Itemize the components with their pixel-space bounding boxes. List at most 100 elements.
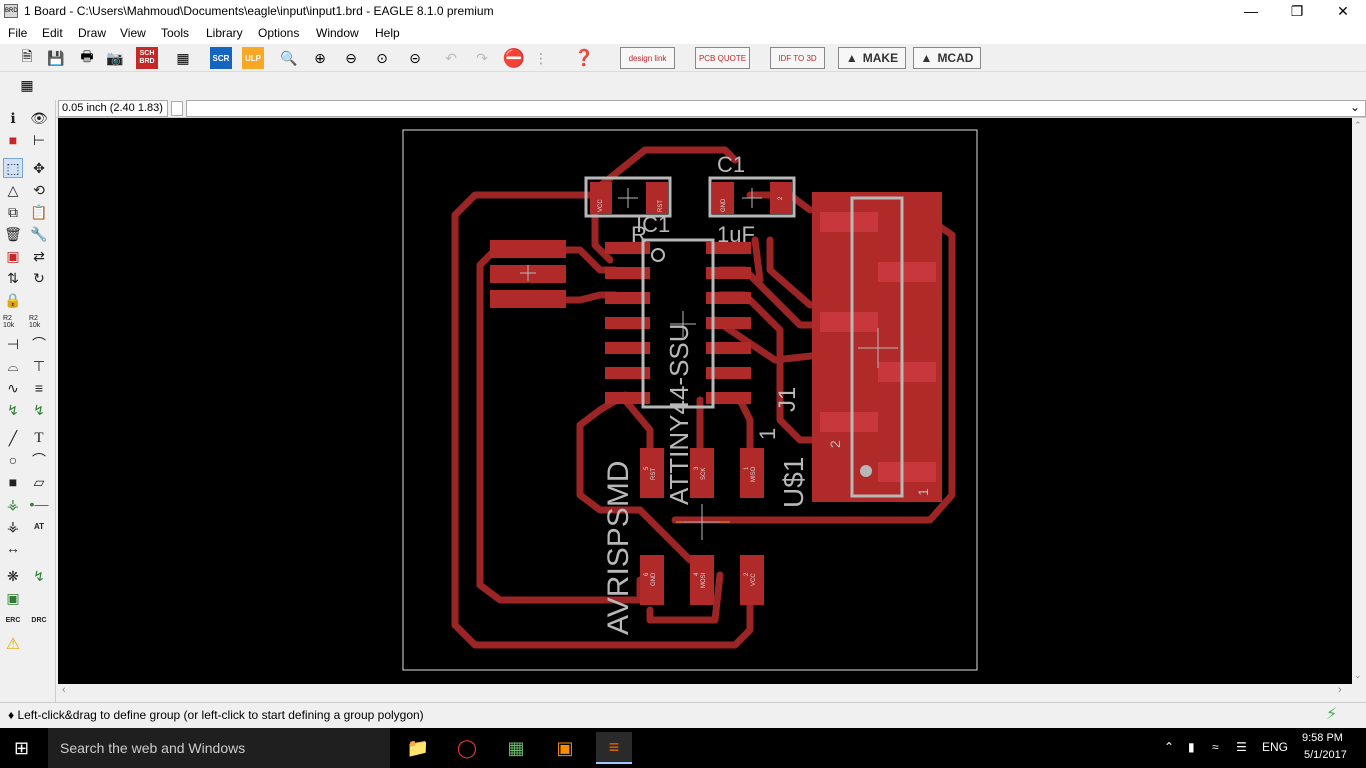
minimize-button[interactable]: — [1244,3,1258,19]
ripup-icon[interactable]: ↯ [33,401,45,418]
stop-icon[interactable]: ⛔ [502,47,526,68]
menu-library[interactable]: Library [206,26,243,40]
save-icon[interactable]: 💾 [47,49,65,66]
wifi-icon[interactable]: ≈ [1212,740,1219,754]
name-icon[interactable]: R2 10k [3,315,15,329]
sch-brd-icon[interactable]: SCH BRD [136,47,158,69]
script-icon[interactable]: SCR [210,47,232,69]
add-icon[interactable]: ▣ [6,247,20,264]
go-icon[interactable]: ⋮ [534,49,548,66]
autorouter-icon[interactable]: ↯ [33,567,45,584]
redo-icon[interactable]: ↷ [476,49,488,66]
value-icon[interactable]: R2 10k [29,315,41,329]
battery-icon[interactable]: ▮ [1188,740,1195,754]
cam-icon[interactable]: 📷 [106,49,124,66]
eagle-taskbar-icon[interactable]: ≡ [596,732,632,764]
vertical-scrollbar[interactable]: ⌃ ⌄ [1352,118,1366,684]
lock-icon[interactable]: 🔒 [4,291,22,308]
via-icon[interactable]: ⚶ [7,495,19,512]
chevron-up-icon[interactable]: ⌃ [1164,740,1175,754]
text-icon[interactable]: T [34,429,44,446]
ratsnest-icon[interactable]: ❋ [7,567,19,584]
lightning-icon[interactable]: ⚡ [1326,706,1338,723]
menu-help[interactable]: Help [375,26,400,40]
route-icon[interactable]: ↯ [7,401,19,418]
open-icon[interactable]: 🗎 [21,48,33,64]
line-icon[interactable]: ╱ [8,429,18,446]
swap-icon[interactable]: ⇅ [7,269,19,286]
taskbar-search-input[interactable]: Search the web and Windows [48,728,390,768]
circle-icon[interactable]: ○ [8,452,18,468]
zoom-out-icon[interactable]: ⊖ [345,49,357,66]
menu-edit[interactable]: Edit [42,26,63,40]
spreadsheet-app-icon[interactable]: ▦ [507,737,525,758]
arc-icon[interactable]: ⌒ [32,452,46,468]
close-button[interactable]: ✕ [1337,3,1349,19]
chevron-down-icon[interactable]: ⌄ [1350,100,1361,114]
chevron-left-icon[interactable]: ‹ [62,684,66,696]
menu-draw[interactable]: Draw [78,26,107,40]
paste-icon[interactable]: 📋 [30,203,48,220]
grid-icon[interactable]: ▦ [20,76,34,93]
notification-icon[interactable]: ☰ [1236,740,1247,754]
help-icon[interactable]: ❓ [574,50,594,67]
show-icon[interactable]: 👁 [30,109,48,126]
move-icon[interactable]: ✥ [33,159,45,176]
board-canvas[interactable]: C1 1uF IC1 R ATTINY44-SSU J1 1 U$1 AVRIS… [58,118,1352,684]
slice-icon[interactable]: ≡ [34,380,44,396]
clock-date[interactable]: 5/1/2017 [1304,749,1347,761]
hole-icon[interactable]: ⚶ [7,517,19,534]
dimension-icon[interactable]: ↔ [6,540,20,556]
fusion-icon[interactable]: ▣ [556,737,574,758]
delete-icon[interactable]: 🗑 [4,225,22,242]
polygon-fill-icon[interactable]: ▣ [6,589,20,606]
chevron-down-icon[interactable]: ⌄ [1354,670,1362,680]
zoom-fit-icon[interactable]: 🔍 [280,49,298,66]
command-line-input[interactable] [186,100,1366,117]
attribute-icon[interactable]: AT [33,521,45,531]
copy-icon[interactable]: ⧉ [8,203,18,220]
smash-icon[interactable]: ↻ [33,269,45,286]
windows-start-icon[interactable]: ⊞ [14,738,30,758]
ulp-icon[interactable]: ULP [242,47,264,69]
chevron-up-icon[interactable]: ⌃ [1354,120,1362,130]
warning-icon[interactable]: ⚠ [5,636,21,653]
print-icon[interactable]: 🖶 [80,48,94,64]
drc-icon[interactable]: DRC [31,616,47,624]
clock-time[interactable]: 9:58 PM [1302,732,1343,744]
wave-icon[interactable]: ∿ [7,379,19,396]
undo-icon[interactable]: ↶ [445,49,457,66]
menu-tools[interactable]: Tools [161,26,190,40]
polygon-icon[interactable]: ▱ [33,473,45,490]
menu-file[interactable]: File [8,26,28,40]
rect-icon[interactable]: ■ [8,474,18,490]
miter-icon[interactable]: ⌒ [32,336,46,352]
idf-to-3d-button[interactable]: IDF TO 3D [770,47,825,69]
optimize-icon[interactable]: ⌓ [7,357,19,374]
menu-options[interactable]: Options [258,26,300,40]
wrench-icon[interactable]: 🔧 [30,225,48,242]
replace-icon[interactable]: ⇄ [33,247,45,264]
horizontal-scrollbar[interactable]: ‹ › [58,684,1352,698]
split-icon[interactable]: ⊣ [6,335,20,352]
make-button[interactable]: ▲MAKE [838,47,906,69]
display-icon[interactable]: ■ [8,132,18,148]
restore-button[interactable]: ❐ [1290,3,1304,19]
mark-icon[interactable]: ⊢ [32,131,46,148]
chevron-right-icon[interactable]: › [1338,684,1342,696]
mcad-button[interactable]: ▲MCAD [913,47,981,69]
command-history-toggle[interactable] [171,101,183,116]
info-icon[interactable]: ℹ [10,109,16,126]
mirror-icon[interactable]: △ [7,181,19,198]
erc-icon[interactable]: ERC [5,616,21,624]
menu-window[interactable]: Window [316,26,359,40]
chrome-icon[interactable]: ◯ [456,737,478,758]
zoom-in-icon[interactable]: ⊕ [314,49,326,66]
group-icon[interactable]: ⬚ [3,158,23,178]
pcb-quote-button[interactable]: PCB QUOTE [695,47,750,69]
file-explorer-icon[interactable]: 📁 [406,737,430,758]
signal-icon[interactable]: •— [29,496,49,512]
library-icon[interactable]: ▦ [176,49,190,66]
menu-view[interactable]: View [120,26,146,40]
meander-icon[interactable]: ⊤ [32,357,46,374]
